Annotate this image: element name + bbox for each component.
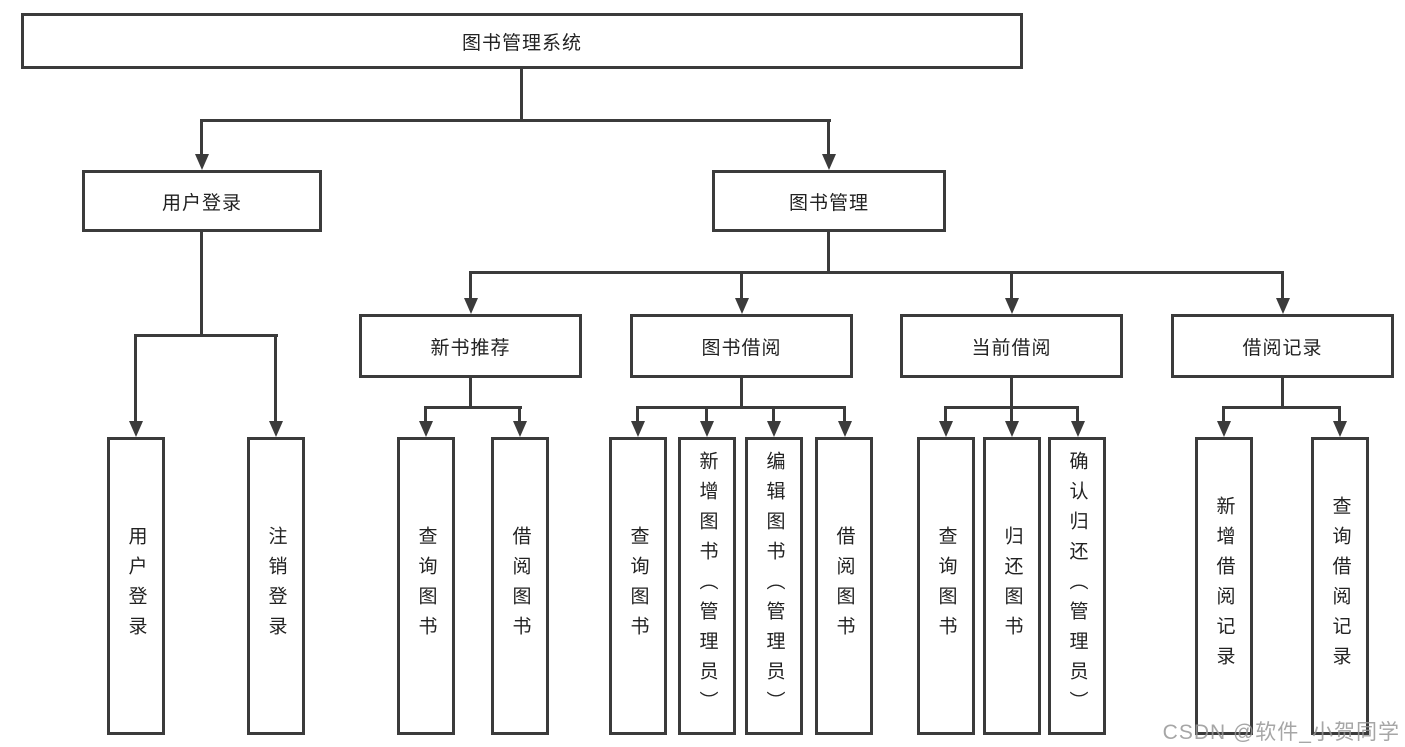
arrow-down-icon [1005, 298, 1019, 314]
connector-line [1222, 406, 1341, 409]
connector-line [1281, 271, 1284, 302]
connector-line [134, 334, 278, 337]
leaf-label: 查询图书 [627, 526, 649, 646]
arrow-down-icon [419, 421, 433, 437]
arrow-down-icon [464, 298, 478, 314]
arrow-down-icon [129, 421, 143, 437]
connector-line [520, 69, 523, 122]
connector-line [424, 406, 522, 409]
node-label: 图书管理 [788, 192, 869, 214]
connector-line [200, 119, 831, 122]
leaf-label: 归还图书 [1001, 526, 1023, 646]
connector-line [469, 378, 472, 409]
leaf-add-borrow-record: 新增借阅记录 [1195, 437, 1253, 735]
connector-line [200, 232, 203, 337]
connector-line [1010, 406, 1013, 425]
arrow-down-icon [1005, 421, 1019, 437]
leaf-query-books-borrow: 查询图书 [609, 437, 667, 735]
connector-line [636, 406, 846, 409]
connector-line [469, 271, 472, 302]
node-borrowing-records: 借阅记录 [1171, 314, 1394, 378]
node-user-login: 用户登录 [82, 170, 322, 232]
arrow-down-icon [631, 421, 645, 437]
node-book-borrowing: 图书借阅 [630, 314, 853, 378]
connector-line [200, 119, 203, 158]
leaf-user-login: 用户登录 [107, 437, 165, 735]
connector-line [843, 406, 846, 425]
arrow-down-icon [1071, 421, 1085, 437]
connector-line [518, 406, 521, 425]
arrow-down-icon [735, 298, 749, 314]
arrow-down-icon [1217, 421, 1231, 437]
leaf-label: 编辑图书（管理员） [763, 451, 785, 721]
arrow-down-icon [1276, 298, 1290, 314]
connector-line [1010, 271, 1013, 302]
connector-line [827, 232, 830, 274]
node-label: 借阅记录 [1242, 337, 1323, 359]
arrow-down-icon [513, 421, 527, 437]
connector-line [1222, 406, 1225, 425]
leaf-borrow-books-recommend: 借阅图书 [491, 437, 549, 735]
leaf-label: 注销登录 [265, 526, 287, 646]
node-current-borrowing: 当前借阅 [900, 314, 1123, 378]
connector-line [424, 406, 427, 425]
connector-line [944, 406, 947, 425]
node-book-management: 图书管理 [712, 170, 946, 232]
arrow-down-icon [1333, 421, 1347, 437]
connector-line [772, 406, 775, 425]
leaf-confirm-return-admin: 确认归还（管理员） [1048, 437, 1106, 735]
leaf-query-books-recommend: 查询图书 [397, 437, 455, 735]
node-root-label: 图书管理系统 [461, 32, 582, 54]
csdn-watermark: CSDN @软件_小贺同学 [1162, 721, 1400, 744]
leaf-query-books-current: 查询图书 [917, 437, 975, 735]
connector-line [1338, 406, 1341, 425]
leaf-label: 新增借阅记录 [1213, 496, 1235, 676]
leaf-label: 查询图书 [415, 526, 437, 646]
connector-line [469, 271, 1284, 274]
connector-line [740, 378, 743, 409]
connector-line [274, 334, 277, 425]
leaf-borrow-books: 借阅图书 [815, 437, 873, 735]
connector-line [705, 406, 708, 425]
arrow-down-icon [939, 421, 953, 437]
arrow-down-icon [822, 154, 836, 170]
leaf-label: 确认归还（管理员） [1066, 451, 1088, 721]
leaf-label: 查询图书 [935, 526, 957, 646]
connector-line [1010, 378, 1013, 409]
arrow-down-icon [269, 421, 283, 437]
leaf-edit-books-admin: 编辑图书（管理员） [745, 437, 803, 735]
leaf-label: 查询借阅记录 [1329, 496, 1351, 676]
leaf-query-borrow-record: 查询借阅记录 [1311, 437, 1369, 735]
node-root: 图书管理系统 [21, 13, 1023, 69]
node-label: 图书借阅 [701, 337, 782, 359]
leaf-logout: 注销登录 [247, 437, 305, 735]
leaf-return-books: 归还图书 [983, 437, 1041, 735]
arrow-down-icon [195, 154, 209, 170]
leaf-add-books-admin: 新增图书（管理员） [678, 437, 736, 735]
leaf-label: 借阅图书 [833, 526, 855, 646]
arrow-down-icon [767, 421, 781, 437]
arrow-down-icon [700, 421, 714, 437]
leaf-label: 新增图书（管理员） [696, 451, 718, 721]
leaf-label: 借阅图书 [509, 526, 531, 646]
connector-line [134, 334, 137, 425]
connector-line [740, 271, 743, 302]
node-label: 新书推荐 [430, 337, 511, 359]
leaf-label: 用户登录 [125, 526, 147, 646]
node-new-book-recommendation: 新书推荐 [359, 314, 582, 378]
node-label: 用户登录 [161, 192, 242, 214]
connector-line [1076, 406, 1079, 425]
arrow-down-icon [838, 421, 852, 437]
connector-line [827, 119, 830, 158]
connector-line [1281, 378, 1284, 409]
connector-line [636, 406, 639, 425]
node-label: 当前借阅 [971, 337, 1052, 359]
